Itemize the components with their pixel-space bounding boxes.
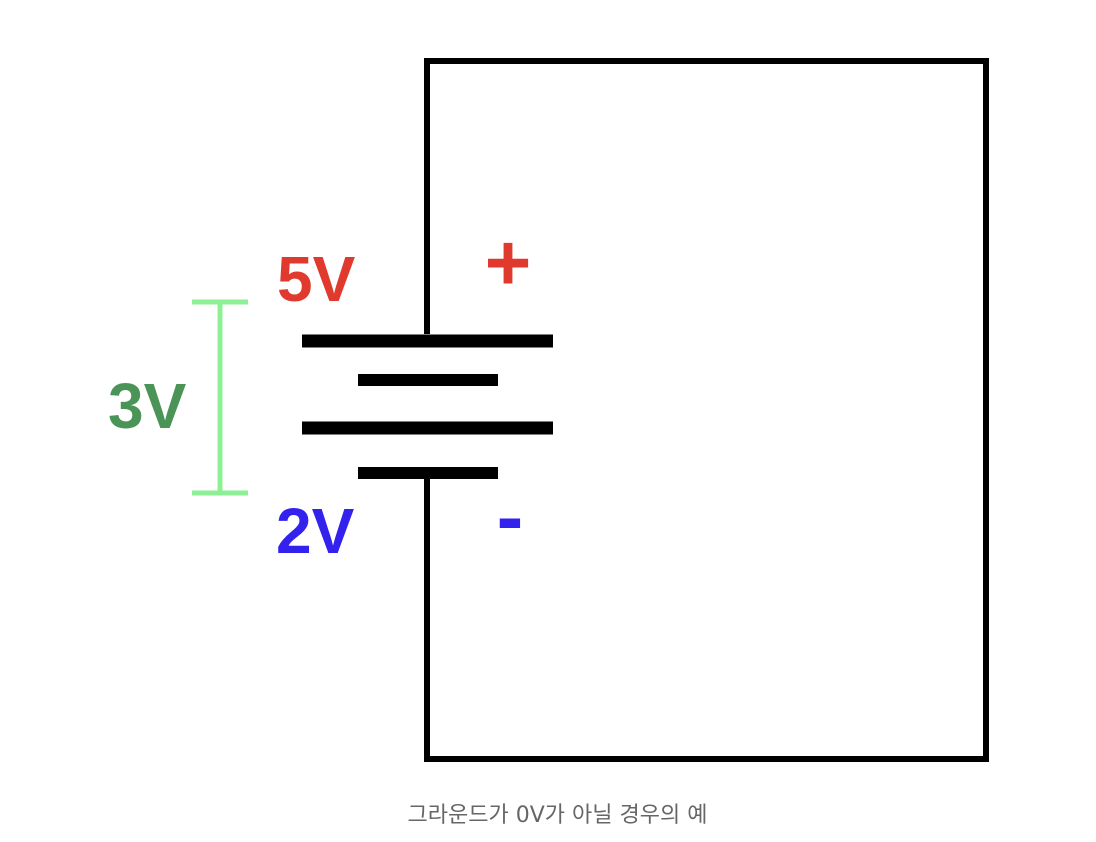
figure-caption: 그라운드가 0V가 아닐 경우의 예 <box>407 803 708 828</box>
plus-sign: + <box>485 218 532 307</box>
circuit-wire <box>424 58 989 762</box>
difference-voltage-label: 3V <box>108 370 187 442</box>
voltage-bracket <box>192 299 248 496</box>
low-voltage-label: 2V <box>276 495 355 567</box>
high-voltage-label: 5V <box>277 243 356 315</box>
minus-sign: - <box>497 472 524 561</box>
